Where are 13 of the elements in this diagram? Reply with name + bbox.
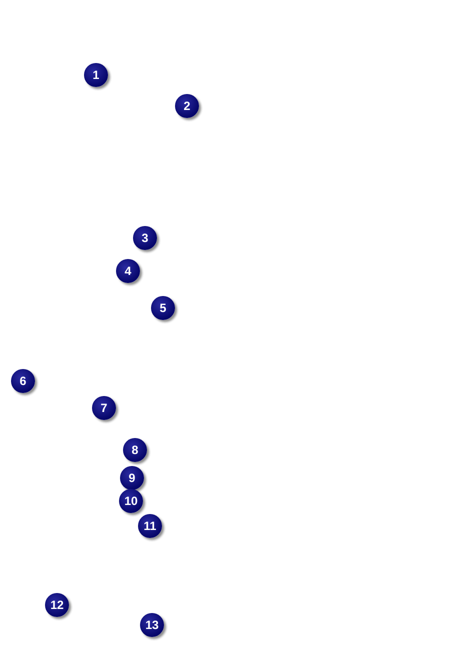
callout-number: 8 bbox=[123, 438, 147, 462]
callout-number: 9 bbox=[120, 466, 144, 490]
callout-number: 12 bbox=[45, 593, 69, 617]
callout-number: 5 bbox=[151, 296, 175, 320]
callout-number: 4 bbox=[116, 259, 140, 283]
callout-number: 6 bbox=[11, 369, 35, 393]
callout-number: 10 bbox=[119, 489, 143, 513]
callout-number: 7 bbox=[92, 396, 116, 420]
callout-number: 2 bbox=[175, 94, 199, 118]
callout-number: 13 bbox=[140, 613, 164, 637]
callout-number: 1 bbox=[84, 63, 108, 87]
callout-number: 11 bbox=[138, 514, 162, 538]
callout-number: 3 bbox=[133, 226, 157, 250]
